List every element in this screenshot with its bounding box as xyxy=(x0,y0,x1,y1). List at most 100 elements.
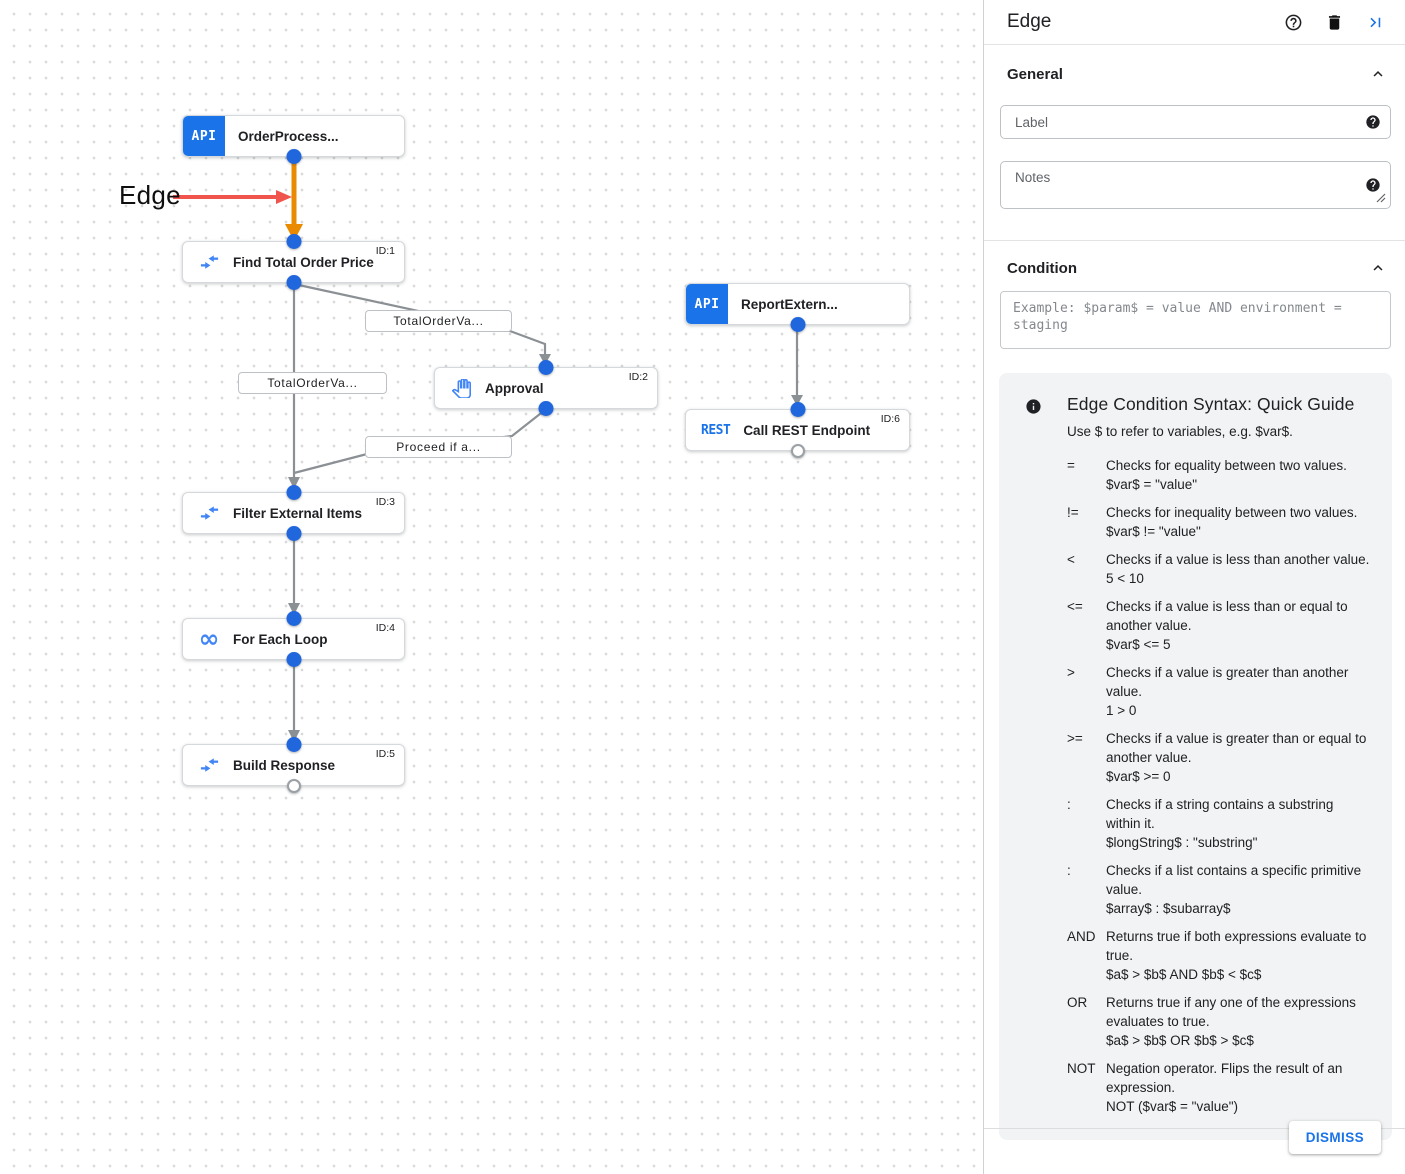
guide-operator-example: $var$ >= 0 xyxy=(1106,769,1171,784)
edge-filter-to-foreach[interactable] xyxy=(288,534,300,615)
edge-annotation-arrow xyxy=(173,190,292,204)
guide-operator: != xyxy=(1067,505,1079,520)
guide-operator-text: Checks for equality between two values. … xyxy=(1106,456,1372,494)
guide-operator-example: $longString$ : "substring" xyxy=(1106,835,1258,850)
connection-point[interactable] xyxy=(790,402,805,417)
edge-find-to-approval[interactable] xyxy=(293,282,551,365)
guide-operator-text: Checks if a value is greater than anothe… xyxy=(1106,663,1372,720)
field-help-icon[interactable] xyxy=(1365,114,1381,135)
guide-operator-desc: Negation operator. Flips the result of a… xyxy=(1106,1061,1343,1095)
guide-operator-desc: Checks if a value is greater than or equ… xyxy=(1106,731,1367,765)
connection-point[interactable] xyxy=(286,149,301,164)
node-title: Call REST Endpoint xyxy=(743,422,871,438)
label-field[interactable] xyxy=(1000,105,1391,139)
connection-point[interactable] xyxy=(286,652,301,667)
section-general-title: General xyxy=(1007,65,1063,83)
collapse-panel-icon[interactable] xyxy=(1366,13,1385,32)
condition-field[interactable] xyxy=(1000,291,1391,349)
section-general: General xyxy=(1007,65,1387,83)
connection-point[interactable] xyxy=(790,444,805,458)
connection-point[interactable] xyxy=(286,485,301,500)
chevron-up-icon[interactable] xyxy=(1369,259,1387,277)
info-icon xyxy=(1025,398,1042,420)
edge-report-to-rest[interactable] xyxy=(791,325,803,406)
connection-point[interactable] xyxy=(286,779,301,793)
selected-edge[interactable] xyxy=(285,159,303,241)
connection-point[interactable] xyxy=(286,737,301,752)
section-divider xyxy=(984,240,1405,241)
guide-operator: <= xyxy=(1067,599,1083,614)
guide-subtitle: Use $ to refer to variables, e.g. $var$. xyxy=(1067,424,1293,439)
guide-operator-desc: Returns true if any one of the expressio… xyxy=(1106,995,1356,1029)
guide-operator: NOT xyxy=(1067,1061,1096,1076)
node-title: Build Response xyxy=(233,757,336,773)
node-for-each-loop[interactable]: ID:4 ∞ For Each Loop xyxy=(182,611,405,667)
chevron-up-icon[interactable] xyxy=(1369,65,1387,83)
node-build-response[interactable]: ID:5 Build Response xyxy=(182,737,405,793)
guide-operator-row: NOT Negation operator. Flips the result … xyxy=(1067,1059,1372,1116)
guide-operator-example: NOT ($var$ = "value") xyxy=(1106,1099,1239,1114)
guide-operator: OR xyxy=(1067,995,1088,1010)
guide-operator-row: >= Checks if a value is greater than or … xyxy=(1067,729,1372,786)
edge-label[interactable]: TotalOrderVa... xyxy=(238,372,387,394)
workflow-canvas[interactable]: Edge API OrderProcess... ID:1 Find Total… xyxy=(0,0,984,1174)
connection-point[interactable] xyxy=(286,526,301,541)
guide-operator-example: $array$ : $subarray$ xyxy=(1106,901,1231,916)
node-find-total-order-price[interactable]: ID:1 Find Total Order Price xyxy=(182,234,405,290)
rest-icon: REST xyxy=(701,422,731,438)
guide-operator-desc: Checks if a value is less than another v… xyxy=(1106,552,1370,567)
guide-operator-text: Checks if a string contains a substring … xyxy=(1106,795,1372,852)
node-id-badge: ID:5 xyxy=(375,748,395,760)
guide-operator-row: AND Returns true if both expressions eva… xyxy=(1067,927,1372,984)
node-call-rest-endpoint[interactable]: ID:6 REST Call REST Endpoint xyxy=(685,402,910,458)
data-mapping-icon xyxy=(198,254,220,271)
connection-point[interactable] xyxy=(286,611,301,626)
edge-foreach-to-build[interactable] xyxy=(288,661,300,742)
connection-point[interactable] xyxy=(286,234,301,249)
guide-operator: > xyxy=(1067,665,1075,680)
help-icon[interactable] xyxy=(1284,13,1303,32)
guide-operator-desc: Returns true if both expressions evaluat… xyxy=(1106,929,1367,963)
connection-point[interactable] xyxy=(538,401,554,416)
edge-properties-panel: Edge General xyxy=(984,0,1405,1174)
node-order-process-trigger[interactable]: API OrderProcess... xyxy=(182,115,405,164)
guide-operator-text: Returns true if any one of the expressio… xyxy=(1106,993,1372,1050)
node-id-badge: ID:4 xyxy=(375,622,395,634)
guide-operator: >= xyxy=(1067,731,1083,746)
guide-operator-row: <= Checks if a value is less than or equ… xyxy=(1067,597,1372,654)
guide-operator-desc: Checks if a value is less than or equal … xyxy=(1106,599,1348,633)
node-title: OrderProcess... xyxy=(238,128,339,144)
guide-operator-row: : Checks if a string contains a substrin… xyxy=(1067,795,1372,852)
guide-operator: = xyxy=(1067,458,1075,473)
resize-handle-icon[interactable] xyxy=(1376,190,1386,208)
notes-field[interactable] xyxy=(1000,161,1391,209)
guide-operator-text: Checks if a value is less than or equal … xyxy=(1106,597,1372,654)
connection-point[interactable] xyxy=(286,275,301,290)
node-filter-external-items[interactable]: ID:3 Filter External Items xyxy=(182,485,405,541)
guide-operator-row: > Checks if a value is greater than anot… xyxy=(1067,663,1372,720)
node-approval[interactable]: ID:2 Approval xyxy=(434,360,658,416)
guide-operator-desc: Checks if a value is greater than anothe… xyxy=(1106,665,1349,699)
data-mapping-icon xyxy=(198,757,220,774)
guide-operator-desc: Checks for equality between two values. xyxy=(1106,458,1347,473)
node-report-extern-trigger[interactable]: API ReportExtern... xyxy=(685,283,910,332)
connection-point[interactable] xyxy=(790,317,805,332)
guide-operator-example: 1 > 0 xyxy=(1106,703,1137,718)
node-title: Find Total Order Price xyxy=(233,254,374,270)
dismiss-button[interactable]: DISMISS xyxy=(1288,1121,1381,1154)
field-help-icon[interactable] xyxy=(1365,177,1381,198)
guide-operator: : xyxy=(1067,797,1071,812)
guide-operator-example: $a$ > $b$ AND $b$ < $c$ xyxy=(1106,967,1262,982)
edge-annotation-label: Edge xyxy=(119,180,181,210)
trash-icon[interactable] xyxy=(1325,13,1344,32)
node-id-badge: ID:3 xyxy=(375,496,395,508)
edges-layer xyxy=(173,159,803,742)
guide-operator-text: Checks if a list contains a specific pri… xyxy=(1106,861,1372,918)
edge-label[interactable]: Proceed if a... xyxy=(365,436,512,458)
edge-label[interactable]: TotalOrderVa... xyxy=(365,310,512,332)
guide-operator-text: Negation operator. Flips the result of a… xyxy=(1106,1059,1372,1116)
guide-operator-row: != Checks for inequality between two val… xyxy=(1067,503,1372,541)
guide-operator-row: < Checks if a value is less than another… xyxy=(1067,550,1372,588)
connection-point[interactable] xyxy=(538,360,554,375)
guide-operator-text: Checks if a value is less than another v… xyxy=(1106,550,1372,588)
